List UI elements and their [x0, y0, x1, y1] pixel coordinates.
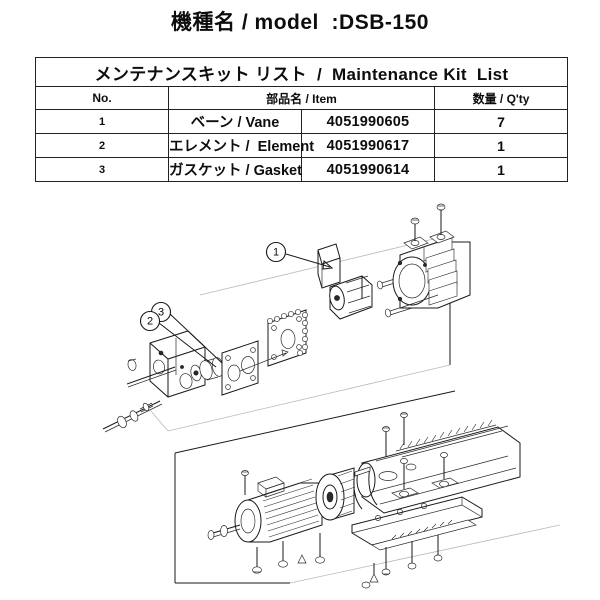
- cell-item-name: ベーン / Vane: [168, 109, 302, 134]
- callout-balloon-2[interactable]: 2: [139, 310, 217, 368]
- shaft-pin-assembly: [102, 366, 177, 433]
- tank-cylinder: [353, 419, 521, 514]
- cell-part-number: 4051990614: [301, 157, 435, 182]
- cooling-fan: [315, 467, 356, 521]
- cell-qty: 1: [434, 133, 568, 158]
- table-header-row: No. 部品名 / Item 数量 / Q'ty: [35, 86, 568, 110]
- leader-line-3: [169, 313, 223, 364]
- table-row: 2 エレメント / Element 4051990617 1: [35, 133, 568, 158]
- column-header-item: 部品名 / Item: [168, 86, 435, 110]
- leader-line-1: [285, 253, 331, 268]
- rotor-with-vanes: [317, 243, 373, 320]
- base-mounting-plate: [351, 477, 483, 551]
- exploded-parts-drawing: 1 3 2: [0, 195, 600, 600]
- balloon-label-2: 2: [147, 316, 153, 328]
- cell-no: 2: [35, 133, 169, 158]
- maintenance-kit-table: メンテナンスキット リスト / Maintenance Kit List No.…: [35, 57, 568, 182]
- finned-cylinder-housing: [392, 230, 471, 309]
- lower-fasteners: [241, 452, 448, 589]
- cell-qty: 1: [434, 157, 568, 182]
- housing-top-bolts: [410, 203, 446, 241]
- tank-top-bolts: [382, 412, 408, 457]
- cell-part-number: 4051990605: [301, 109, 435, 134]
- cell-no: 1: [35, 109, 169, 134]
- balloon-circle-2: [139, 310, 161, 332]
- cell-item-name: エレメント / Element: [168, 133, 314, 158]
- callout-balloon-1[interactable]: 1: [265, 241, 334, 270]
- table-title-row: メンテナンスキット リスト / Maintenance Kit List: [35, 57, 568, 87]
- pump-end-cap: [127, 330, 206, 398]
- leader-line-2: [158, 322, 217, 368]
- cell-part-number: 4051990617: [301, 133, 435, 158]
- table-row: 3 ガスケット / Gasket 4051990614 1: [35, 157, 568, 182]
- element-plate-with-bolt-ring: [239, 309, 308, 372]
- gasket-plate-front: [221, 340, 259, 396]
- cell-no: 3: [35, 157, 169, 182]
- leader-arrow-1: [322, 260, 334, 270]
- cell-qty: 7: [434, 109, 568, 134]
- column-header-qty: 数量 / Q'ty: [434, 86, 568, 110]
- balloon-circle-1: [265, 241, 287, 263]
- motor-assembly: [207, 476, 323, 543]
- balloon-label-3: 3: [158, 307, 164, 319]
- column-header-no: No.: [35, 86, 169, 110]
- page-title: 機種名 / model :DSB-150: [171, 11, 429, 34]
- balloon-label-1: 1: [273, 247, 279, 259]
- table-title: メンテナンスキット リスト / Maintenance Kit List: [35, 57, 568, 87]
- cell-item-name: ガスケット / Gasket: [168, 157, 302, 182]
- background-panel-lower: [174, 390, 561, 584]
- table-row: 1 ベーン / Vane 4051990605 7: [35, 109, 568, 134]
